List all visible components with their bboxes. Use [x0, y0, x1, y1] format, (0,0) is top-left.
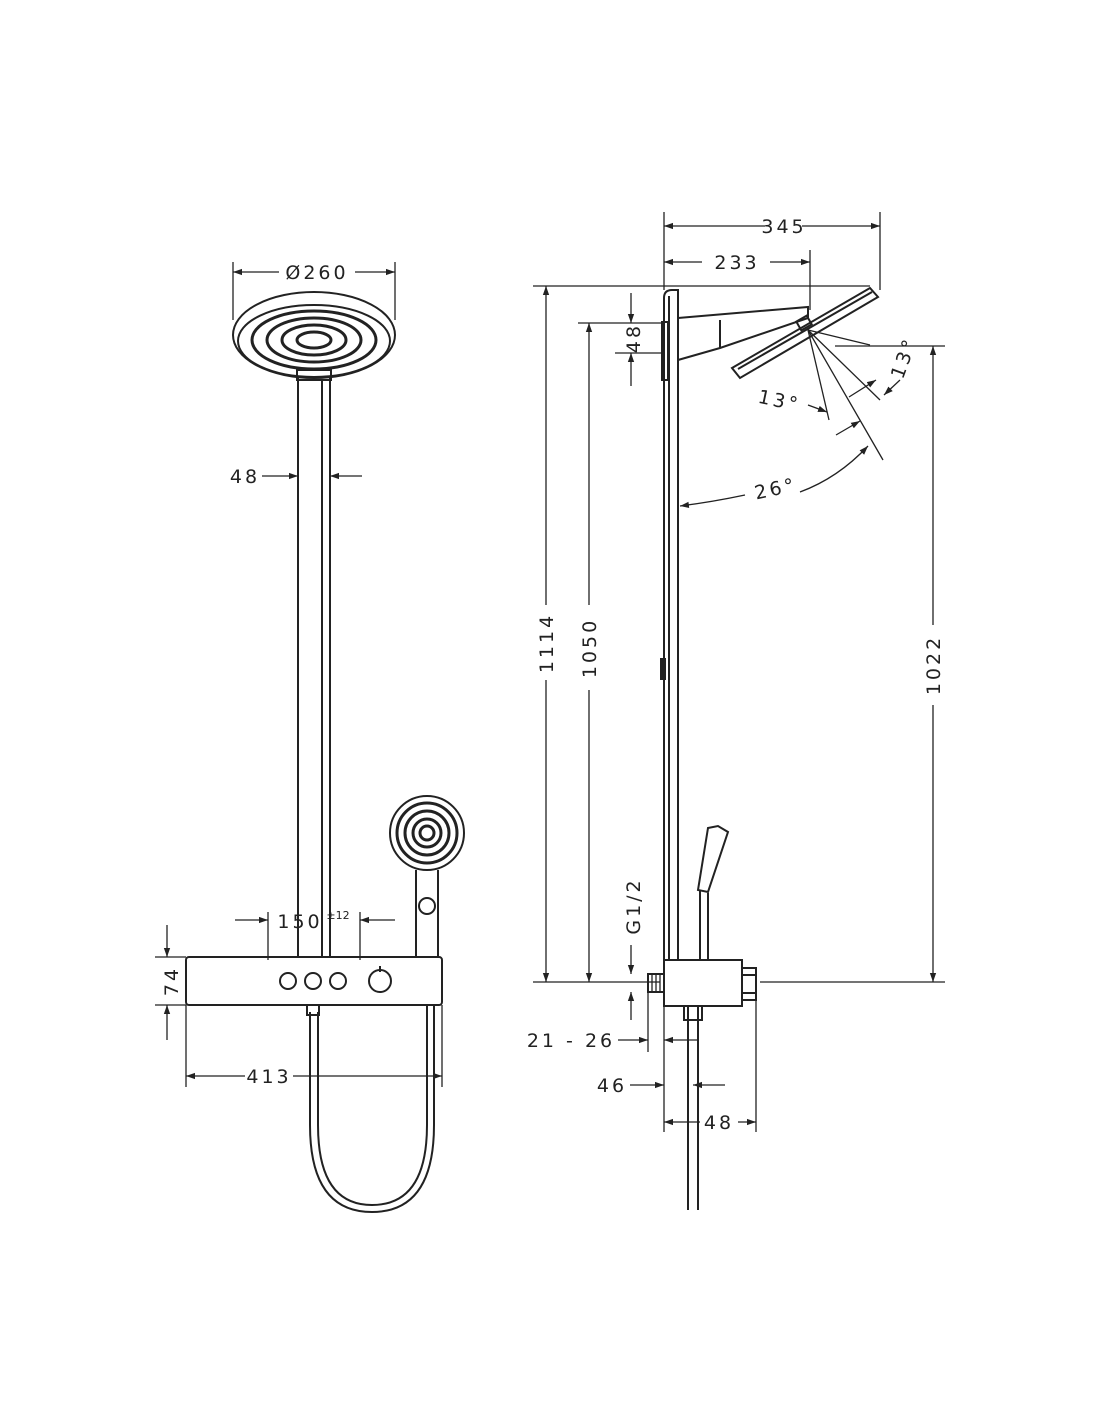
- shower-hose: [309, 1005, 435, 1214]
- dim-arm-345-text: 345: [761, 216, 806, 238]
- dim-outlet-spacing: 150 ±12: [235, 909, 395, 960]
- side-shower-head: [730, 286, 880, 380]
- dim-arm-345: 345: [663, 212, 881, 290]
- dim-head-diameter-text: Ø260: [285, 262, 348, 284]
- front-view: Ø260 48 150 ±12 74: [155, 262, 465, 1214]
- dim-total-width-text: 413: [246, 1066, 291, 1088]
- angle-13-lower: 13°: [756, 386, 802, 416]
- dim-thermostat-height: 74: [155, 925, 186, 1040]
- dim-height-1114-text: 1114: [536, 613, 558, 673]
- dim-thread: G1/2: [623, 877, 645, 1020]
- thermostat-bar: [185, 956, 443, 1016]
- dim-top-48: 48: [615, 293, 662, 386]
- dim-thread-text: G1/2: [623, 877, 645, 934]
- dim-depth-46: 46: [597, 1006, 725, 1132]
- overhead-shower-head: [232, 291, 396, 381]
- side-view: 13° 13° 26°: [527, 212, 945, 1210]
- dim-thermostat-height-text: 74: [161, 966, 183, 996]
- dim-outlet-spacing-tolerance: ±12: [326, 909, 349, 922]
- side-riser-rail: [660, 289, 679, 960]
- dim-offset-range-text: 21 - 26: [527, 1030, 615, 1052]
- side-hand-shower: [683, 824, 730, 1210]
- dim-head-diameter: Ø260: [232, 262, 396, 320]
- dim-height-1022-text: 1022: [923, 635, 945, 695]
- dim-arm-233-text: 233: [714, 252, 759, 274]
- dim-height-1050-text: 1050: [579, 618, 601, 678]
- dim-arm-233: 233: [664, 250, 811, 310]
- dim-depth-46-text: 46: [597, 1075, 627, 1097]
- side-shower-arm: [677, 305, 809, 362]
- riser-pipe: [297, 378, 331, 957]
- dim-outlet-spacing-text: 150: [277, 911, 322, 933]
- dim-pipe-width: 48: [230, 466, 362, 488]
- dim-pipe-width-text: 48: [230, 466, 260, 488]
- dim-height-1022: 1022: [760, 346, 945, 983]
- hand-shower: [389, 795, 465, 957]
- angle-26: 26°: [753, 474, 799, 504]
- dim-top-48-text: 48: [623, 323, 645, 353]
- dim-depth-48-text: 48: [704, 1112, 734, 1134]
- dim-height-1114: 1114: [533, 285, 870, 983]
- angle-lines: 13° 13° 26°: [679, 329, 945, 509]
- dim-total-width: 413: [185, 1005, 443, 1088]
- side-thermostat: [647, 959, 757, 1007]
- dim-depth-48: 48: [664, 1000, 757, 1134]
- dim-offset-range: 21 - 26: [527, 992, 698, 1052]
- angle-13-upper: 13°: [887, 334, 922, 382]
- dim-height-1050: 1050: [578, 322, 615, 982]
